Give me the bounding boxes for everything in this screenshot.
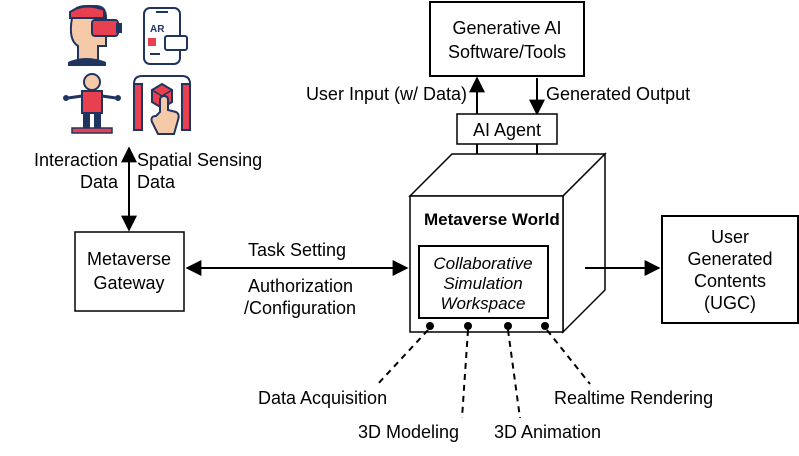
task-setting-label: Task Setting [248, 240, 346, 260]
ugc-box [661, 215, 799, 324]
ar-phone-icon: AR [143, 7, 188, 65]
dashed-data-acquisition [375, 329, 429, 387]
ugc-line1: User [711, 227, 749, 247]
ugc-line3: Contents [694, 271, 766, 291]
dot-realtime-rendering [541, 322, 549, 330]
ai-agent-label: AI Agent [473, 120, 541, 140]
dot-3d-modeling [464, 322, 472, 330]
dot-data-acquisition [426, 322, 434, 330]
dot-3d-animation [504, 322, 512, 330]
touch-cube-icon [133, 75, 191, 135]
body-tracking-icon [63, 73, 121, 134]
svg-text:AR: AR [150, 24, 165, 35]
generative-ai-line1: Generative AI [452, 18, 561, 38]
3d-modeling-label: 3D Modeling [358, 422, 459, 442]
dashed-3d-animation [507, 329, 521, 419]
metaverse-world-title: Metaverse World [424, 210, 560, 229]
workspace-line2: Simulation [443, 274, 522, 293]
ugc-line4: (UGC) [704, 293, 756, 313]
authorization-line2: /Configuration [244, 298, 356, 318]
workspace-line3: Workspace [440, 294, 525, 313]
vr-headset-icon [68, 5, 122, 66]
workspace-line1: Collaborative [433, 254, 532, 273]
authorization-line1: Authorization [248, 276, 353, 296]
workspace-box [418, 245, 549, 319]
interaction-data-line2: Data [80, 172, 119, 192]
generative-ai-box [429, 1, 585, 77]
user-input-label: User Input (w/ Data) [306, 84, 467, 104]
ugc-line2: Generated [687, 249, 772, 269]
3d-animation-label: 3D Animation [494, 422, 601, 442]
gateway-line2: Gateway [93, 273, 164, 293]
generative-ai-line2: Software/Tools [448, 42, 566, 62]
generated-output-label: Generated Output [546, 84, 690, 104]
ai-agent-box [456, 113, 558, 145]
dashed-realtime-rendering [546, 329, 591, 385]
dashed-3d-modeling [461, 329, 469, 419]
spatial-sensing-line2: Data [137, 172, 176, 192]
data-acquisition-label: Data Acquisition [258, 388, 387, 408]
gateway-line1: Metaverse [87, 249, 171, 269]
metaverse-gateway-box [74, 231, 185, 312]
interaction-data-line1: Interaction [34, 150, 118, 170]
spatial-sensing-line1: Spatial Sensing [137, 150, 262, 170]
realtime-rendering-label: Realtime Rendering [554, 388, 713, 408]
